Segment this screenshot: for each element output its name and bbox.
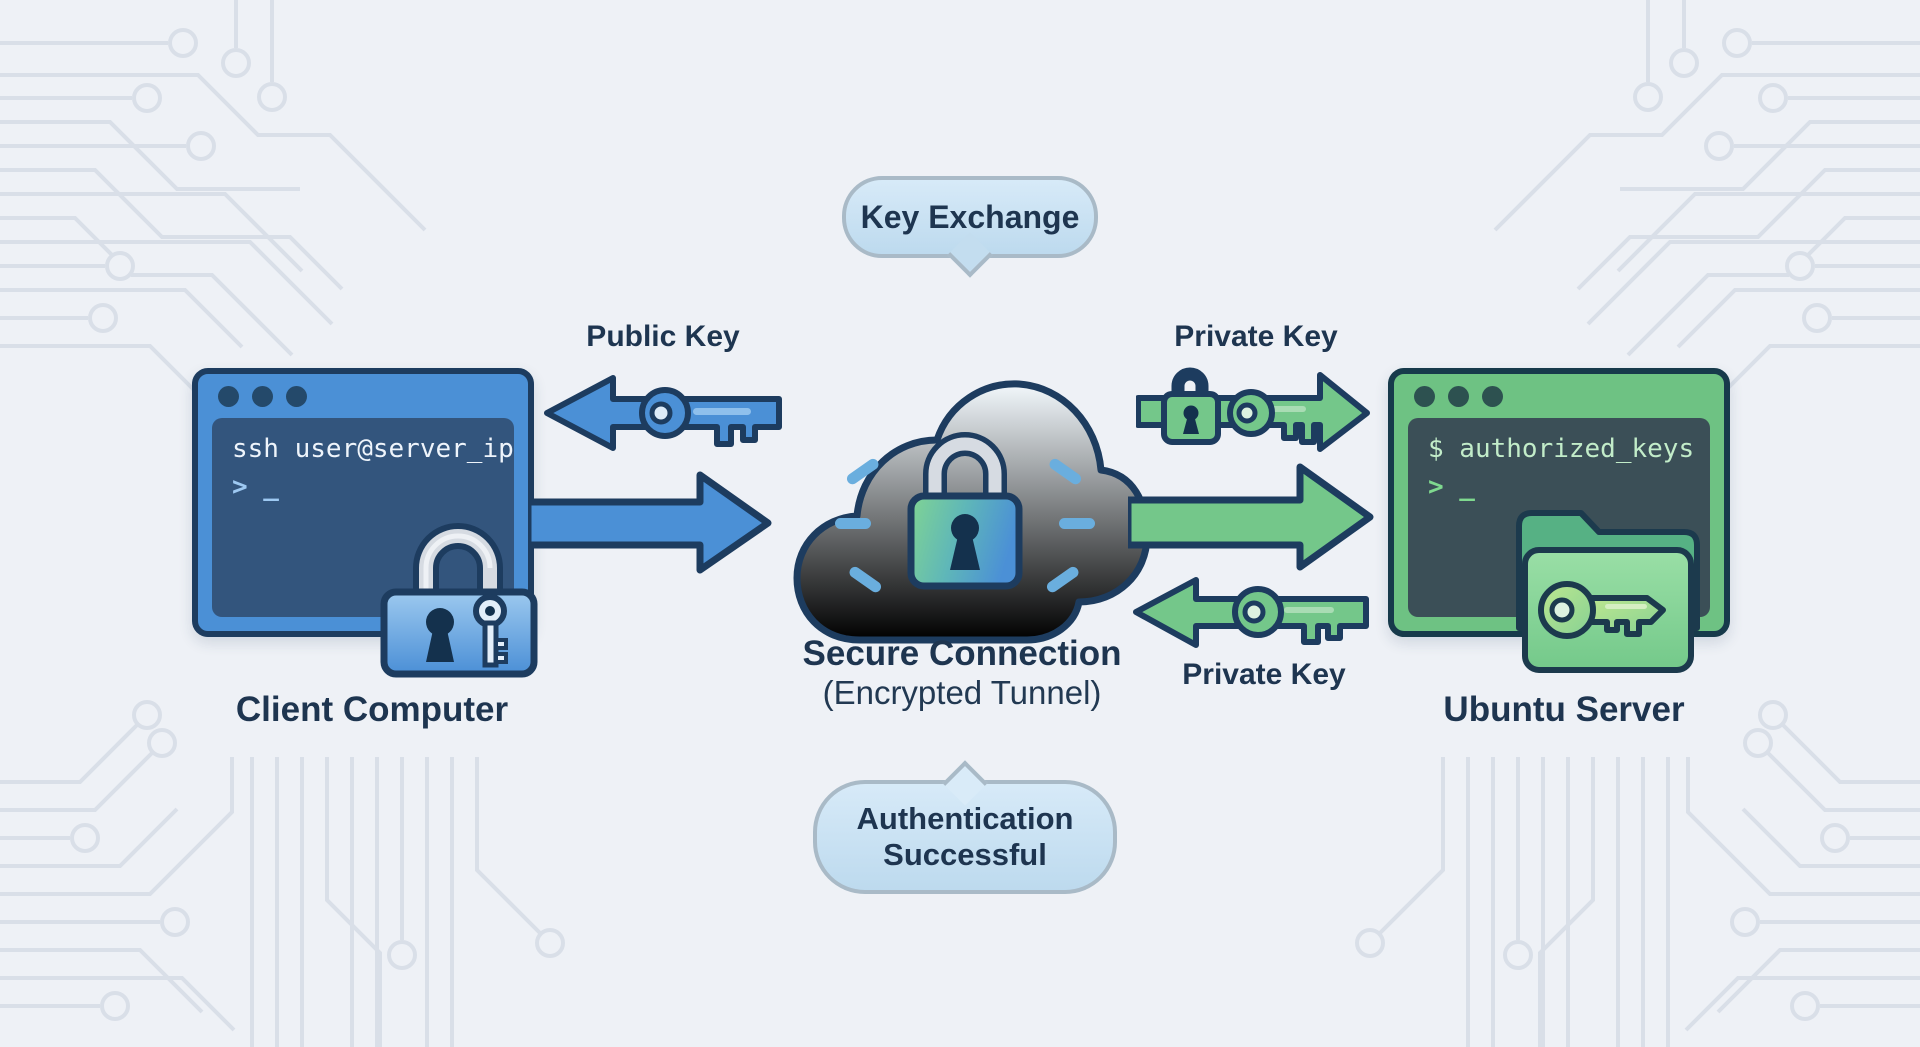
auth-label: Authentication Successful: [857, 801, 1074, 872]
authentication-successful-bubble: Authentication Successful: [813, 760, 1117, 894]
window-dot-icon: [286, 386, 307, 407]
client-terminal-window: ssh user@server_ip > _: [192, 368, 534, 637]
authorized-keys-folder-icon: [1516, 510, 1700, 673]
window-controls: [1414, 386, 1503, 407]
client-terminal-command: ssh user@server_ip: [232, 434, 514, 464]
server-terminal-command: $ authorized_keys: [1428, 434, 1695, 464]
private-key-arrow-right-icon: [1136, 367, 1370, 452]
window-dot-icon: [252, 386, 273, 407]
client-to-tunnel-arrow-icon: [528, 471, 772, 574]
window-dot-icon: [218, 386, 239, 407]
key-exchange-label: Key Exchange: [860, 198, 1080, 235]
client-computer-label: Client Computer: [235, 690, 509, 729]
auth-line1: Authentication: [856, 801, 1074, 837]
secure-connection-title: Secure Connection: [802, 634, 1122, 673]
window-dot-icon: [1482, 386, 1503, 407]
public-key-arrow-left-icon: [544, 375, 782, 451]
client-terminal: ssh user@server_ip > _: [212, 418, 514, 617]
ubuntu-server-label: Ubuntu Server: [1443, 690, 1685, 729]
key-exchange-bubble: Key Exchange: [842, 176, 1098, 278]
window-dot-icon: [1448, 386, 1469, 407]
server-terminal-prompt: > _: [1428, 472, 1475, 502]
secure-tunnel-cloud-lock-icon: [793, 380, 1151, 644]
private-key-bottom-label: Private Key: [1182, 658, 1346, 691]
tunnel-to-server-arrow-icon: [1128, 463, 1374, 571]
window-dot-icon: [1414, 386, 1435, 407]
private-key-top-label: Private Key: [1174, 320, 1338, 353]
public-key-label: Public Key: [586, 320, 740, 353]
window-controls: [218, 386, 307, 407]
encrypted-tunnel-subtitle: (Encrypted Tunnel): [822, 674, 1102, 711]
auth-line2: Successful: [883, 837, 1047, 872]
client-terminal-prompt: > _: [232, 472, 279, 502]
return-key-arrow-left-icon: [1133, 577, 1369, 648]
client-padlock-key-icon: [380, 523, 538, 678]
